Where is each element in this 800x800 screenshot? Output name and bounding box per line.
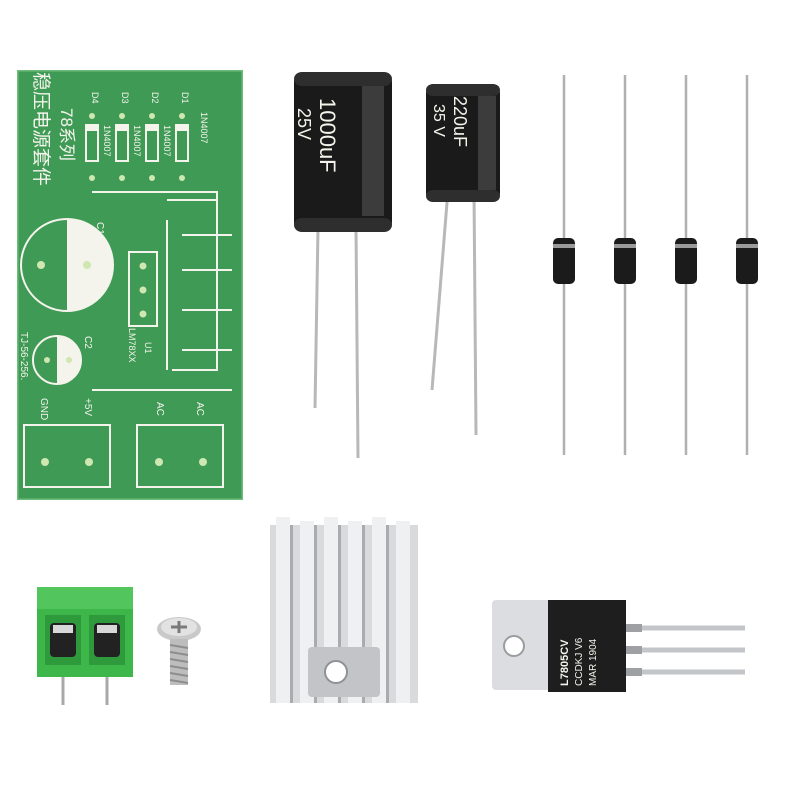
capacitor-220uf: 220uF 35 V [420,80,505,440]
cap-small-voltage: 35 V [430,104,447,137]
regulator-line2: CCDKJ V6 [574,637,585,686]
pcb-d3-part: 1N4007 [132,125,142,157]
regulator-line3: MAR 1904 [588,638,599,686]
voltage-regulator: L7805CV L7805CV CCDKJ V6 MAR 1904 [490,598,750,698]
pcb-c1-label: C1 [94,222,105,235]
cap-large-value: 1000uF [315,98,340,173]
pcb-series-label: 78系列 [57,108,76,161]
pcb-d2-label: D2 [150,92,160,104]
pcb-board: 78系列 稳压电源套件 D4 D3 D2 D1 1N4007 1N4007 1N… [17,70,243,500]
diode-1 [553,75,575,455]
diode-row [540,70,780,460]
capacitor-1000uf: 1000uF 25V [290,68,400,463]
pcb-d4-label: D4 [90,92,100,104]
diode-4 [736,75,758,455]
pcb-gnd-label: GND [38,398,49,420]
diode-2 [614,75,636,455]
svg-text:+: + [70,367,76,378]
pcb-c2-label: C2 [82,336,93,349]
pcb-d1-part: 1N4007 [199,112,209,144]
pcb-u1-label: U1 [143,342,153,354]
regulator-line1: L7805CV [559,639,571,686]
pcb-title-label: 稳压电源套件 [30,72,52,186]
cap-small-value: 220uF [450,96,470,147]
pcb-regulator-label: LM78XX [127,328,137,363]
pcb-5v-label: +5V [82,398,93,416]
terminal-block [35,585,135,710]
pcb-d3-label: D3 [120,92,130,104]
pcb-d1-label: D1 [180,92,190,104]
cap-large-voltage: 25V [294,108,314,140]
pcb-ac2-label: AC [194,402,205,416]
screw [155,615,203,690]
pcb-d2-part: 1N4007 [162,125,172,157]
diode-3 [675,75,697,455]
pcb-d4-part: 1N4007 [102,125,112,157]
pcb-ac1-label: AC [154,402,165,416]
pcb-board-id: TJ-56-256. [18,332,29,380]
heatsink [268,515,420,705]
